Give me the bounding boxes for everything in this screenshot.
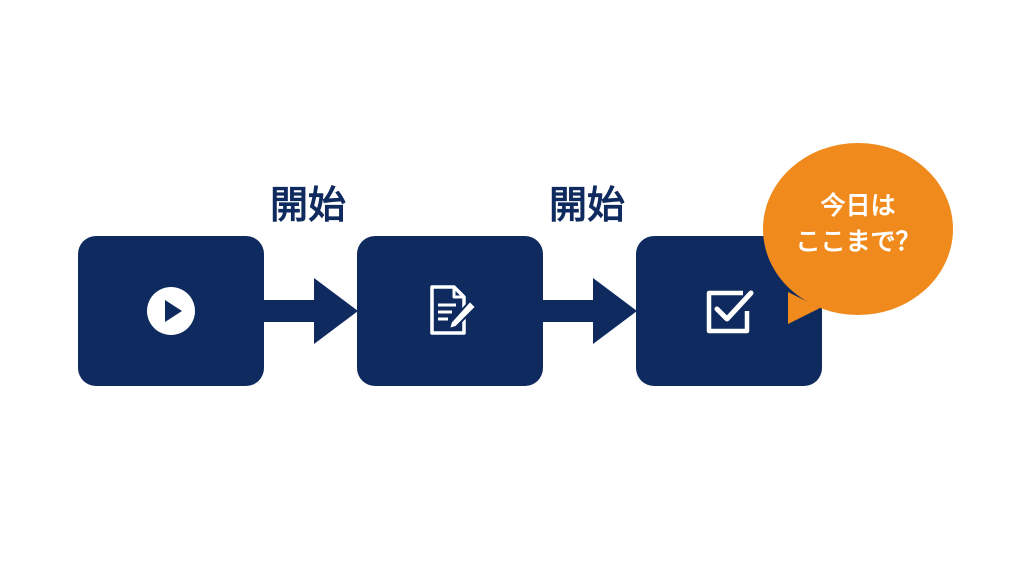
connector-label-2: 開始 [549,183,626,227]
document-edit-icon [430,285,478,335]
callout-bubble [763,143,953,324]
checkbox-icon [706,290,754,334]
callout-line-1: 今日は [820,191,896,220]
arrow-right-1 [262,278,358,344]
callout-text: 今日は ここまで？ [766,188,950,261]
connector-label-1: 開始 [270,183,347,227]
callout-line-2: ここまで？ [795,227,921,257]
play-icon [147,287,195,335]
step-box-play [78,236,264,386]
step-box-document [357,236,543,386]
arrow-right-2 [541,278,637,344]
